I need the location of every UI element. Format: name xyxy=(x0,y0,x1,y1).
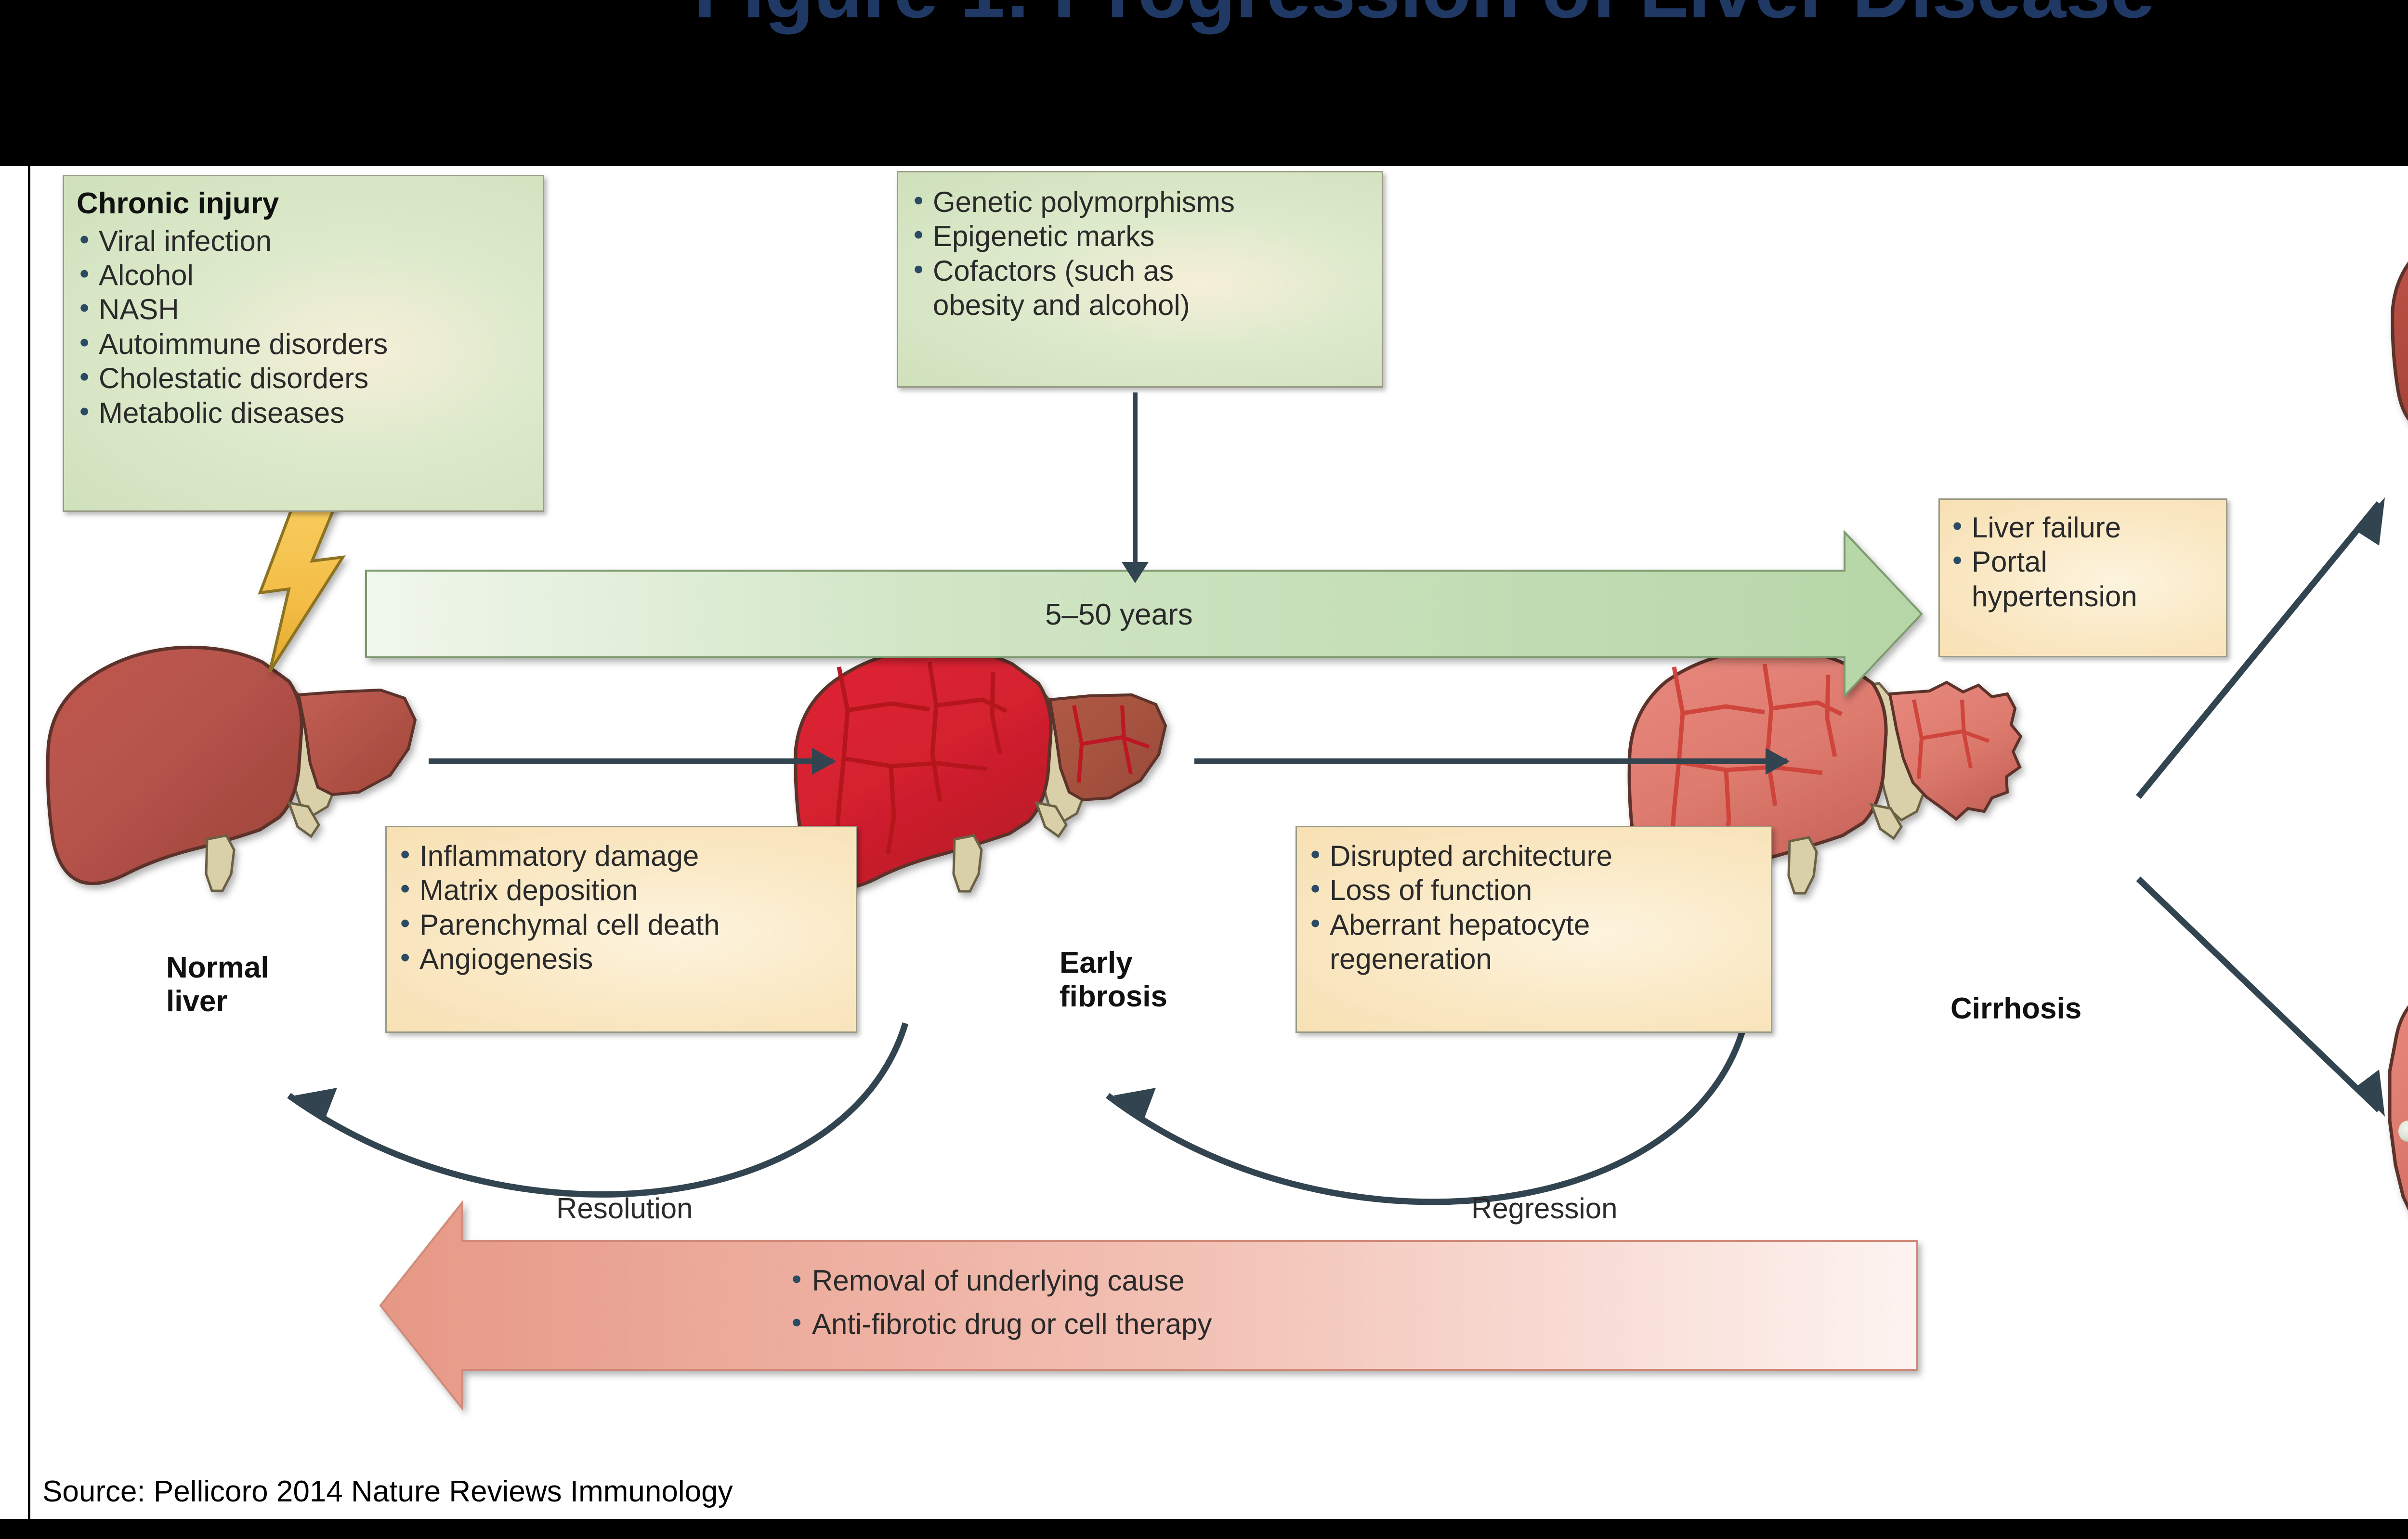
fibrosis-features-list: Inflammatory damage Matrix deposition Pa… xyxy=(397,838,845,977)
list-item-continuation: obesity and alcohol) xyxy=(933,289,1190,322)
stage-label-line1: Cirrhosis xyxy=(1950,992,2082,1025)
tumour-nodules xyxy=(2398,1121,2408,1142)
disease-modifiers-box: Genetic polymorphisms Epigenetic marks C… xyxy=(897,171,1383,388)
stage-label-line1: Early xyxy=(1060,946,1133,979)
list-item: Parenchymal cell death xyxy=(397,907,845,942)
list-item: Aberrant hepatocyte xyxy=(1308,907,1760,942)
stage-label-line1: Normal xyxy=(166,951,269,984)
list-item: Anti-fibrotic drug or cell therapy xyxy=(790,1302,1212,1346)
list-item: Liver failure xyxy=(1950,509,2216,545)
list-item: Loss of function xyxy=(1308,872,1760,907)
cirrhosis-to-transplant-arrow xyxy=(2135,501,2382,799)
regression-arrowhead xyxy=(1113,1088,1156,1123)
list-item: Epigenetic marks xyxy=(911,218,1369,253)
list-item: Angiogenesis xyxy=(397,941,845,976)
hcc-arrowhead xyxy=(2356,1069,2385,1117)
disease-modifiers-list: Genetic polymorphisms Epigenetic marks C… xyxy=(911,184,1369,323)
chronic-injury-list: Viral infection Alcohol NASH Autoimmune … xyxy=(77,223,530,430)
source-caption: Source: Pellicoro 2014 Nature Reviews Im… xyxy=(42,1475,733,1508)
stage-label-cirrhosis: Cirrhosis xyxy=(1950,992,2081,1026)
cirrhosis-features-box: Disrupted architecture Loss of function … xyxy=(1296,826,1772,1033)
resolution-arc-arrow xyxy=(287,1022,909,1198)
reversal-therapy-list: Removal of underlying cause Anti-fibroti… xyxy=(790,1258,1212,1346)
list-item: Removal of underlying cause xyxy=(790,1258,1212,1303)
stage-label-line2: liver xyxy=(166,985,228,1018)
list-item: Autoimmune disorders xyxy=(77,326,530,361)
bottom-letterbox-band xyxy=(0,1519,2408,1539)
top-letterbox-band xyxy=(0,0,2408,166)
figure-left-border xyxy=(28,166,30,1519)
figure-canvas: Chronic injury Viral infection Alcohol N… xyxy=(0,166,2408,1519)
list-item: Matrix deposition xyxy=(397,872,845,907)
list-item-continuation: hypertension xyxy=(1972,580,2137,613)
list-item: Cholestatic disorders xyxy=(77,360,530,395)
decompensation-box: Liver failure Portal hypertension xyxy=(1938,498,2227,657)
decompensation-list: Liver failure Portal hypertension xyxy=(1950,509,2216,613)
list-item: Viral infection xyxy=(77,223,530,258)
list-item: NASH xyxy=(77,291,530,326)
cirrhosis-to-hcc-arrow xyxy=(2136,876,2382,1112)
stage-label-early-fibrosis: Early fibrosis xyxy=(1060,946,1167,1014)
modifiers-to-timeline-arrow xyxy=(1122,392,1149,583)
list-item: Metabolic diseases xyxy=(77,395,530,430)
fibrosis-features-box: Inflammatory damage Matrix deposition Pa… xyxy=(385,826,857,1033)
liver-transplant-body xyxy=(2391,261,2408,421)
list-item: Disrupted architecture xyxy=(1308,838,1760,873)
stage-label-normal-liver: Normal liver xyxy=(166,951,269,1018)
list-item: Portal xyxy=(1950,544,2216,579)
chronic-injury-heading: Chronic injury xyxy=(77,187,279,220)
timeline-duration-label: 5–50 years xyxy=(1045,598,1193,631)
normal-liver-illustration xyxy=(46,645,417,892)
figure-title: Figure 1: Progression of Liver Disease xyxy=(0,0,2408,36)
chronic-injury-box: Chronic injury Viral infection Alcohol N… xyxy=(63,175,544,512)
regression-arc-arrow xyxy=(1106,1027,1747,1205)
resolution-arrowhead xyxy=(295,1088,337,1122)
fibrosis-to-cirrhosis-arrow xyxy=(1194,748,1790,775)
stage-label-line2: fibrosis xyxy=(1060,980,1167,1014)
list-item: Alcohol xyxy=(77,257,530,292)
regression-label: Regression xyxy=(1471,1192,1618,1225)
transplant-arrowhead xyxy=(2355,497,2385,546)
resolution-label: Resolution xyxy=(556,1192,693,1225)
time-progression-arrow xyxy=(365,529,1923,699)
cirrhosis-features-list: Disrupted architecture Loss of function … xyxy=(1308,838,1760,977)
hepatocellular-carcinoma-illustration xyxy=(2388,1005,2408,1211)
list-item: Inflammatory damage xyxy=(397,838,845,873)
list-item: Cofactors (such as xyxy=(911,253,1369,288)
list-item: Genetic polymorphisms xyxy=(911,184,1369,219)
list-item-continuation: regeneration xyxy=(1330,943,1492,976)
normal-to-fibrosis-arrow xyxy=(429,748,836,775)
chronic-injury-bolt-icon xyxy=(258,499,346,673)
